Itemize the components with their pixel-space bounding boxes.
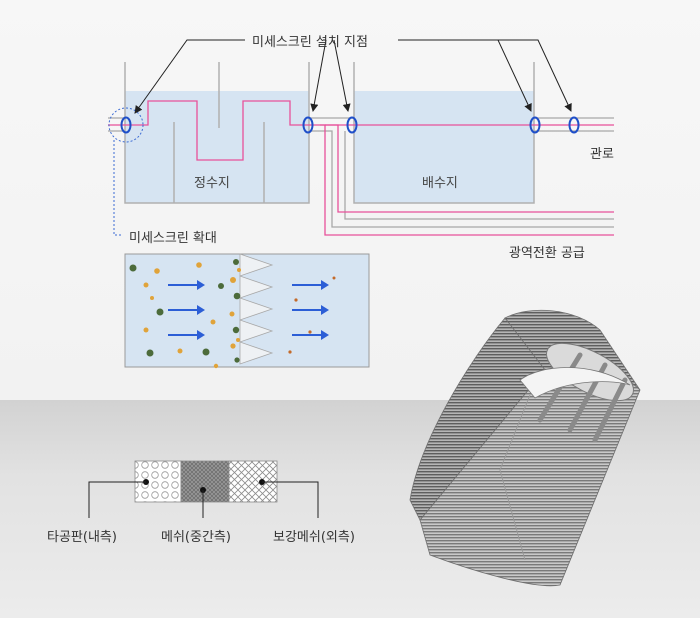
- layer-outer-label: 보강메쉬(외측): [273, 530, 355, 545]
- screen-marker: [346, 116, 358, 134]
- purification-tank: [124, 62, 310, 204]
- captured-particles: [229, 259, 241, 363]
- flow-arrows: [168, 280, 329, 340]
- screen-marker: [529, 116, 541, 134]
- screen-markers: [120, 116, 580, 134]
- distribution-tank-label: 배수지: [422, 176, 458, 191]
- screen-marker: [302, 116, 314, 134]
- screen-teeth: [239, 253, 274, 365]
- cylinder-screen: [409, 309, 641, 587]
- floating-particles: [129, 262, 336, 369]
- layer-middle-label: 메쉬(중간측): [161, 530, 231, 545]
- regional-supply-label: 광역전환 공급: [509, 246, 585, 261]
- screen-marker: [120, 116, 132, 134]
- pink-flow-line: [108, 100, 614, 236]
- gray-pipes: [108, 117, 614, 228]
- purification-tank-label: 정수지: [194, 176, 230, 191]
- zoom-indicator: [108, 107, 144, 236]
- microscreen-zoom-label: 미세스크린 확대: [129, 231, 217, 246]
- layer-sample: [88, 460, 319, 518]
- install-points-label: 미세스크린 설치 지점: [252, 35, 368, 50]
- pipe-label: 관로: [590, 147, 614, 162]
- screen-marker: [568, 116, 580, 134]
- layer-inner-label: 타공판(내측): [47, 530, 117, 545]
- pointer-lines: [134, 39, 572, 114]
- microscreen-zoom-panel: [124, 253, 370, 369]
- distribution-tank: [353, 62, 535, 204]
